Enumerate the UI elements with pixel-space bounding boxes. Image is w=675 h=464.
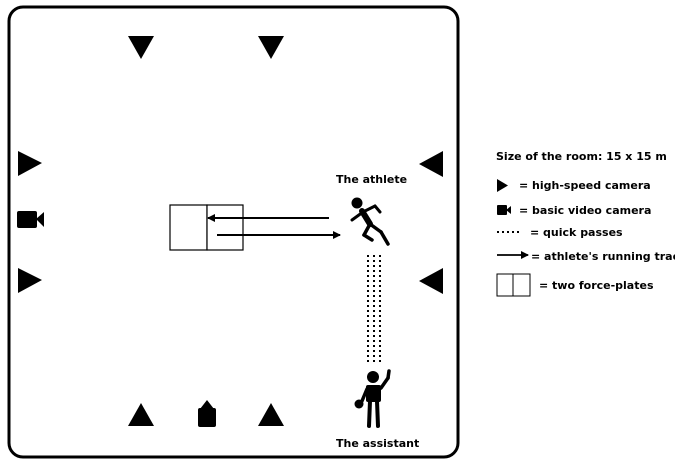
high-speed-camera-icon bbox=[18, 151, 42, 176]
high-speed-camera-icon bbox=[258, 403, 284, 426]
high-speed-camera-icon bbox=[419, 151, 443, 177]
athlete-label: The athlete bbox=[336, 173, 407, 186]
high-speed-camera-icon bbox=[128, 403, 154, 426]
high-speed-camera-icon bbox=[497, 179, 508, 192]
force-plates bbox=[169, 204, 244, 251]
ball-icon bbox=[354, 399, 364, 409]
basic-video-camera-icon bbox=[17, 211, 44, 228]
athlete-figure bbox=[350, 197, 390, 246]
legend-item-high-speed-camera: = high-speed camera bbox=[519, 179, 651, 192]
basic-video-camera-icon bbox=[497, 205, 511, 215]
quick-passes-line bbox=[367, 255, 381, 362]
force-plate-icon bbox=[496, 273, 531, 297]
legend-item-quick-passes: = quick passes bbox=[530, 226, 623, 239]
assistant-label: The assistant bbox=[336, 437, 419, 450]
legend-item-running-track: = athlete's running track bbox=[531, 250, 675, 263]
legend-item-force-plates: = two force-plates bbox=[539, 279, 654, 292]
high-speed-camera-icon bbox=[258, 36, 284, 59]
high-speed-camera-icon bbox=[18, 268, 42, 293]
camera-group bbox=[18, 36, 443, 426]
legend-title: Size of the room: 15 x 15 m bbox=[496, 150, 667, 163]
assistant-figure bbox=[354, 369, 391, 428]
legend-item-basic-video-camera: = basic video camera bbox=[519, 204, 651, 217]
high-speed-camera-icon bbox=[419, 268, 443, 294]
high-speed-camera-icon bbox=[128, 36, 154, 59]
basic-video-camera-icon bbox=[198, 400, 216, 427]
room-outline bbox=[7, 5, 460, 459]
legend: Size of the room: 15 x 15 m = high-speed… bbox=[496, 150, 675, 297]
